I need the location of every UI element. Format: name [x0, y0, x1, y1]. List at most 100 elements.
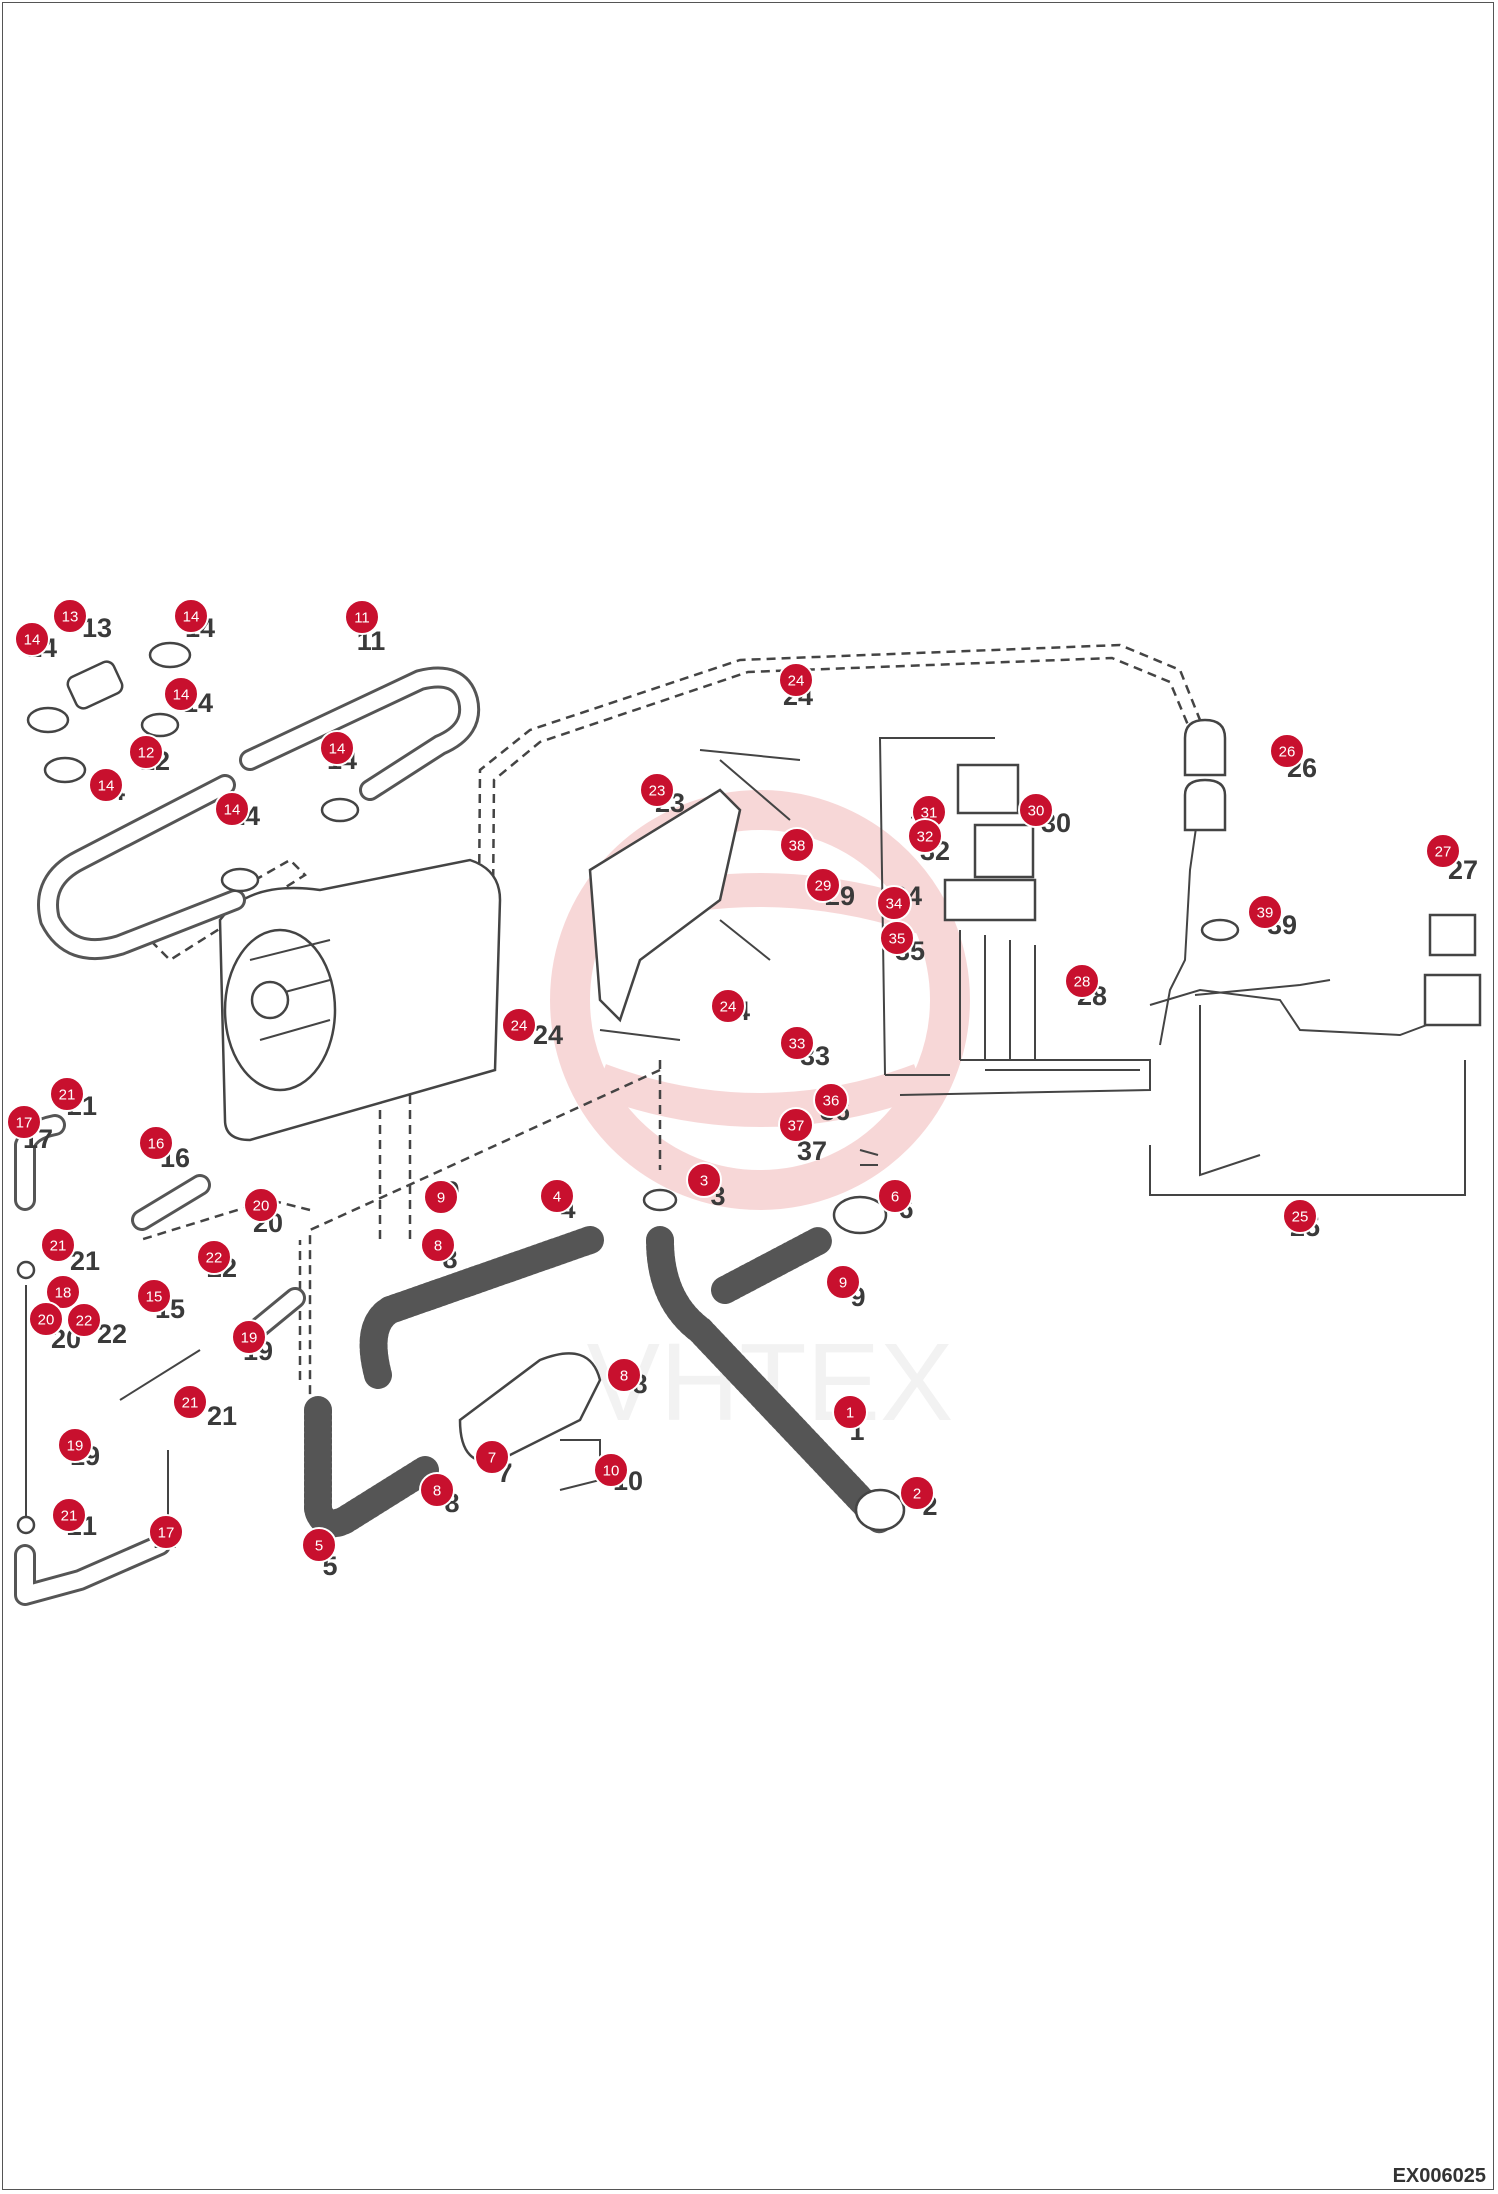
marker-circle[interactable] — [779, 1025, 815, 1061]
part-marker-6[interactable]: 6 — [877, 1178, 913, 1214]
part-marker-20[interactable]: 20 — [28, 1301, 64, 1337]
part-marker-20[interactable]: 20 — [243, 1187, 279, 1223]
marker-circle[interactable] — [1425, 833, 1461, 869]
marker-circle[interactable] — [136, 1278, 172, 1314]
part-marker-10[interactable]: 10 — [593, 1452, 629, 1488]
marker-circle[interactable] — [301, 1527, 337, 1563]
marker-circle[interactable] — [52, 598, 88, 634]
marker-circle[interactable] — [420, 1227, 456, 1263]
part-marker-22[interactable]: 22 — [66, 1302, 102, 1338]
marker-circle[interactable] — [474, 1439, 510, 1475]
marker-circle[interactable] — [6, 1104, 42, 1140]
part-marker-21[interactable]: 21 — [172, 1384, 208, 1420]
marker-circle[interactable] — [40, 1227, 76, 1263]
marker-circle[interactable] — [876, 885, 912, 921]
part-marker-17[interactable]: 17 — [148, 1514, 184, 1550]
marker-circle[interactable] — [593, 1452, 629, 1488]
part-marker-33[interactable]: 33 — [779, 1025, 815, 1061]
marker-circle[interactable] — [148, 1514, 184, 1550]
part-marker-1[interactable]: 1 — [832, 1394, 868, 1430]
part-marker-8[interactable]: 8 — [606, 1357, 642, 1393]
part-marker-27[interactable]: 27 — [1425, 833, 1461, 869]
part-marker-35[interactable]: 35 — [879, 920, 915, 956]
marker-circle[interactable] — [639, 772, 675, 808]
marker-circle[interactable] — [501, 1007, 537, 1043]
marker-circle[interactable] — [419, 1472, 455, 1508]
marker-circle[interactable] — [51, 1497, 87, 1533]
marker-circle[interactable] — [14, 621, 50, 657]
marker-circle[interactable] — [606, 1357, 642, 1393]
part-marker-14[interactable]: 14 — [319, 730, 355, 766]
part-marker-21[interactable]: 21 — [51, 1497, 87, 1533]
part-marker-39[interactable]: 39 — [1247, 894, 1283, 930]
part-marker-14[interactable]: 14 — [163, 676, 199, 712]
marker-circle[interactable] — [825, 1264, 861, 1300]
part-marker-29[interactable]: 29 — [805, 867, 841, 903]
part-marker-14[interactable]: 14 — [14, 621, 50, 657]
part-marker-3[interactable]: 3 — [686, 1162, 722, 1198]
marker-circle[interactable] — [779, 827, 815, 863]
marker-circle[interactable] — [778, 1107, 814, 1143]
marker-circle[interactable] — [173, 598, 209, 634]
marker-circle[interactable] — [1269, 733, 1305, 769]
marker-circle[interactable] — [1018, 792, 1054, 828]
marker-circle[interactable] — [88, 767, 124, 803]
marker-circle[interactable] — [710, 988, 746, 1024]
marker-circle[interactable] — [49, 1076, 85, 1112]
part-marker-21[interactable]: 21 — [40, 1227, 76, 1263]
part-marker-30[interactable]: 30 — [1018, 792, 1054, 828]
part-marker-14[interactable]: 14 — [88, 767, 124, 803]
marker-circle[interactable] — [243, 1187, 279, 1223]
marker-circle[interactable] — [907, 818, 943, 854]
part-markers[interactable]: 1234567888991011121314141414141415161717… — [6, 598, 1461, 1563]
part-marker-13[interactable]: 13 — [52, 598, 88, 634]
marker-circle[interactable] — [423, 1179, 459, 1215]
marker-circle[interactable] — [539, 1178, 575, 1214]
part-marker-19[interactable]: 19 — [57, 1427, 93, 1463]
marker-circle[interactable] — [1064, 963, 1100, 999]
part-marker-19[interactable]: 19 — [231, 1319, 267, 1355]
part-marker-23[interactable]: 23 — [639, 772, 675, 808]
part-marker-18[interactable]: 18 — [45, 1274, 81, 1310]
part-marker-26[interactable]: 26 — [1269, 733, 1305, 769]
marker-circle[interactable] — [28, 1301, 64, 1337]
marker-circle[interactable] — [128, 734, 164, 770]
part-marker-4[interactable]: 4 — [539, 1178, 575, 1214]
part-marker-14[interactable]: 14 — [173, 598, 209, 634]
marker-circle[interactable] — [899, 1475, 935, 1511]
part-marker-11[interactable]: 11 — [344, 599, 380, 635]
marker-circle[interactable] — [57, 1427, 93, 1463]
marker-circle[interactable] — [778, 662, 814, 698]
part-marker-14[interactable]: 14 — [214, 791, 250, 827]
marker-circle[interactable] — [1282, 1198, 1318, 1234]
part-marker-9[interactable]: 9 — [423, 1179, 459, 1215]
part-marker-17[interactable]: 17 — [6, 1104, 42, 1140]
marker-circle[interactable] — [805, 867, 841, 903]
part-marker-8[interactable]: 8 — [420, 1227, 456, 1263]
marker-circle[interactable] — [1247, 894, 1283, 930]
part-marker-32[interactable]: 32 — [907, 818, 943, 854]
part-marker-34[interactable]: 34 — [876, 885, 912, 921]
marker-circle[interactable] — [877, 1178, 913, 1214]
marker-circle[interactable] — [214, 791, 250, 827]
part-marker-2[interactable]: 2 — [899, 1475, 935, 1511]
part-marker-5[interactable]: 5 — [301, 1527, 337, 1563]
part-marker-9[interactable]: 9 — [825, 1264, 861, 1300]
part-marker-38[interactable]: 38 — [779, 827, 815, 863]
marker-circle[interactable] — [344, 599, 380, 635]
part-marker-37[interactable]: 37 — [778, 1107, 814, 1143]
marker-circle[interactable] — [686, 1162, 722, 1198]
part-marker-12[interactable]: 12 — [128, 734, 164, 770]
marker-circle[interactable] — [319, 730, 355, 766]
marker-circle[interactable] — [832, 1394, 868, 1430]
marker-circle[interactable] — [138, 1125, 174, 1161]
marker-circle[interactable] — [172, 1384, 208, 1420]
part-marker-7[interactable]: 7 — [474, 1439, 510, 1475]
part-marker-21[interactable]: 21 — [49, 1076, 85, 1112]
marker-circle[interactable] — [196, 1239, 232, 1275]
part-marker-24[interactable]: 24 — [710, 988, 746, 1024]
marker-circle[interactable] — [66, 1302, 102, 1338]
marker-circle[interactable] — [231, 1319, 267, 1355]
marker-circle[interactable] — [879, 920, 915, 956]
part-marker-22[interactable]: 22 — [196, 1239, 232, 1275]
